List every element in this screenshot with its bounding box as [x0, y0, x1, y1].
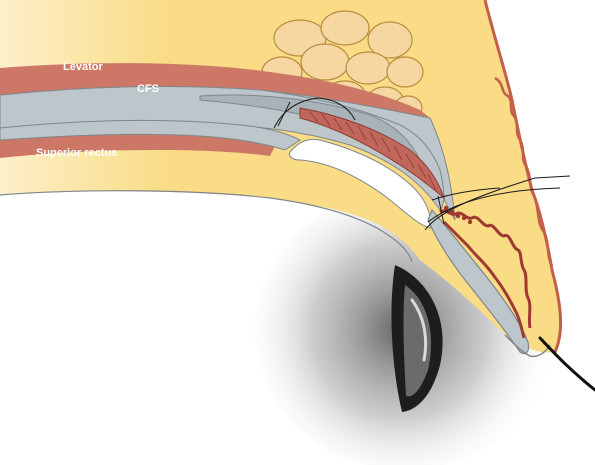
label-cfs: CFS [137, 83, 159, 95]
label-levator: Levator [63, 61, 103, 73]
label-superior-rectus: Superior rectus [36, 147, 117, 159]
